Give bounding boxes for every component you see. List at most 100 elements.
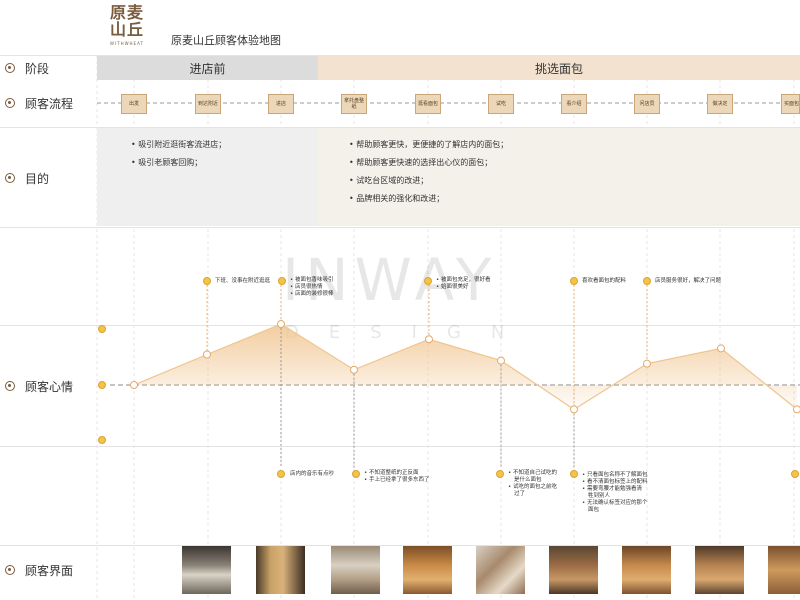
flow-connector [97,102,800,104]
row-label-text: 顾客心情 [25,379,74,394]
radio-icon [5,173,15,183]
note-line: 是什么面包 [514,477,542,483]
goal-item: 试吃台区域的改进； [349,175,428,186]
note-line: 店员服务很好，解决了问题 [655,278,722,284]
negative-note: 只看面包名称不了解面包 看不清面包标签上的配料 需要弯腰才能勉强看清 牲到别人 … [582,472,648,514]
goal-item: 帮助顾客更快速的选择出心仪的面包； [349,157,492,168]
row-label-emotion: 顾客心情 [0,376,73,396]
interface-photo [182,546,231,594]
smiley-icon [570,277,578,285]
note-line: 喜欢看面包的配料 [582,278,627,284]
note-line: 店面的装修很棒 [290,291,334,298]
emotion-point [643,359,651,368]
smiley-icon [643,277,651,285]
note-line: 需要弯腰才能勉强看清 [582,486,648,493]
row-label-text: 目的 [25,171,50,186]
row-label-interface: 顾客界面 [0,560,73,580]
emotion-area [134,324,797,410]
flow-step: 看介绍 [561,94,587,114]
emotion-point [277,320,285,328]
note-line: 手上已经拿了很多东西了 [364,477,430,484]
emotion-point [350,365,358,374]
smiley-icon [203,277,211,285]
flow-step: 试吃 [488,94,514,114]
logo-line-1: 原麦 [110,3,145,22]
emotion-point [203,350,211,359]
divider [0,545,800,546]
note-line: 被面包充足，很好看 [436,277,491,284]
emotion-point [497,356,505,365]
interface-photo [256,546,305,594]
note-line: 无法确认标签对应的那个 [582,500,648,507]
goal-item: 帮助顾客更快，更便捷的了解店内的面包； [349,139,508,150]
smiley-icon [278,277,286,285]
row-label-text: 阶段 [25,61,50,76]
radio-icon [5,63,15,73]
stage-choosing-bread: 挑选面包 [318,56,800,80]
emotion-point [570,405,578,414]
interface-photo [331,546,380,594]
sad-face-icon [277,470,285,478]
row-label-text: 顾客界面 [25,563,74,578]
row-label-text: 顾客流程 [25,96,74,111]
page-title: 原麦山丘顾客体验地图 [171,34,281,47]
goal-item: 品牌相关的强化和改进； [349,193,444,204]
flow-step: 问店员 [634,94,660,114]
emotion-line [133,323,798,411]
divider [0,227,800,228]
negative-note: 不知道整纸的正反面 手上已经拿了很多东西了 [364,470,430,484]
radio-icon [5,381,15,391]
note-line: 下班、没事在附近逛逛 [215,278,271,284]
negative-note: 不知道自己试吃的 是什么面包 试吃的面包之前吃 过了 [508,470,557,498]
sad-face-icon [496,470,504,478]
note-line: 不知道整纸的正反面 [364,470,430,477]
row-label-stage: 阶段 [0,58,49,78]
positive-note: 被面包充足，很好看 始面很美好 [436,277,491,291]
interface-photo [476,546,525,594]
divider [0,325,800,326]
emotion-point [793,405,800,414]
divider [0,446,800,447]
emotion-point [425,335,433,344]
flow-step: 到达附近 [195,94,221,114]
positive-note: 下班、没事在附近逛逛 [215,278,270,285]
sad-face-icon [791,470,799,478]
note-line: 始面很美好 [436,284,491,291]
sad-face-icon [98,436,106,444]
row-label-flow: 顾客流程 [0,93,73,113]
negative-note: 店内的音乐有点吵 [290,471,334,478]
flow-step: 逛看面包 [415,94,441,114]
neutral-face-icon [98,381,106,389]
interface-photo [403,546,452,594]
note-line: 牲到别人 [588,493,611,499]
interface-photo [549,546,598,594]
emotion-curve-chart [110,285,800,468]
divider [0,127,800,128]
smiley-icon [424,277,432,285]
logo-line-2: 山丘 [110,20,145,39]
interface-photo [695,546,744,594]
radio-icon [5,565,15,575]
goal-item: 吸引附近逛街客流进店； [131,139,226,150]
note-line: 被面包香味吸引 [290,277,334,284]
emotion-point [717,344,725,353]
note-line: 看不清面包标签上的配料 [582,479,648,486]
brand-logo: 原麦 山丘 WITHWHEAT [110,4,160,46]
emotion-point [130,381,138,389]
interface-photo [768,546,800,594]
stage-before-entering: 进店前 [97,56,318,80]
note-line: 只看面包名称不了解面包 [582,472,648,479]
interface-photo [622,546,671,594]
smiley-icon [98,325,106,333]
watermark-subtext: DESIGN [285,322,535,343]
flow-step: 出发 [121,94,147,114]
logo-subtitle: WITHWHEAT [110,41,144,46]
note-line: 过了 [514,491,526,497]
flow-step: 进店 [268,94,294,114]
positive-note: 店员服务很好，解决了问题 [655,278,721,285]
row-label-goal: 目的 [0,168,49,188]
goal-item: 吸引老顾客回购； [131,157,202,168]
divider [0,55,800,56]
note-line: 不知道自己试吃的 [508,470,557,477]
flow-step: 拿托盘整纸 [341,94,367,114]
